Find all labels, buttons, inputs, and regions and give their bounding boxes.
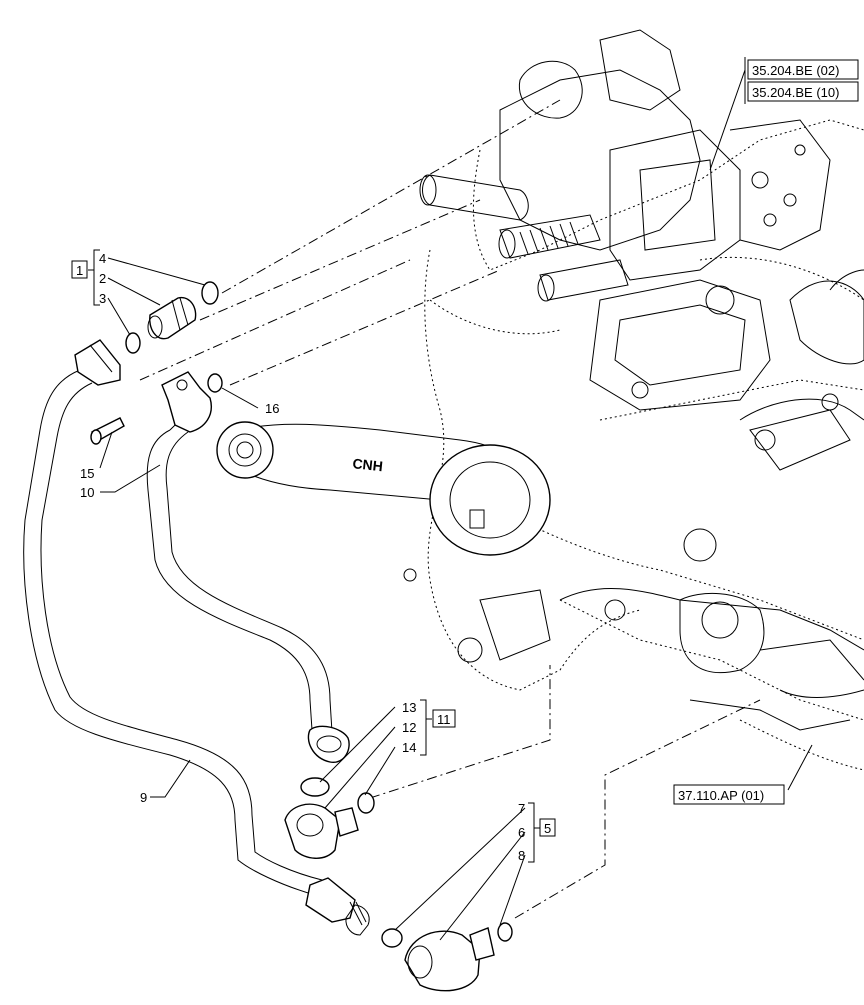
- elbow-12: [284, 803, 341, 859]
- callout-3: 3: [99, 291, 106, 306]
- o-ring-13: [300, 777, 330, 797]
- callout-8: 8: [518, 848, 525, 863]
- ref-box-a: [747, 59, 859, 80]
- transmission-assembly: CNH: [216, 29, 864, 771]
- callout-5: 5: [544, 821, 551, 836]
- callout-16: 16: [265, 401, 279, 416]
- ref-box-c: [673, 784, 785, 805]
- pipe-10: [146, 371, 350, 763]
- callout-box-1: [71, 260, 88, 279]
- callout-2: 2: [99, 271, 106, 286]
- callout-9: 9: [140, 790, 147, 805]
- fitting-kit-5: [381, 922, 513, 992]
- o-ring-8: [497, 922, 513, 942]
- o-ring-7: [381, 928, 403, 948]
- reference-35-204-be-02: 35.204.BE (02): [752, 63, 839, 78]
- callout-12: 12: [402, 720, 416, 735]
- screw-15: [90, 417, 125, 445]
- callout-4: 4: [99, 251, 106, 266]
- ref-box-b: [747, 81, 859, 102]
- callout-box-11: [432, 709, 456, 728]
- pipe-9: [23, 339, 370, 936]
- adapter-2: [149, 296, 197, 340]
- callout-7: 7: [518, 801, 525, 816]
- callout-box-5: [539, 818, 556, 837]
- callout-11: 11: [437, 712, 451, 727]
- callout-6: 6: [518, 825, 525, 840]
- fitting-kit-1: [125, 281, 219, 354]
- callout-13: 13: [402, 700, 416, 715]
- section-references: 35.204.BE (02) 35.204.BE (10) 37.110.AP …: [673, 57, 859, 805]
- o-ring-14: [357, 792, 375, 814]
- callout-1: 1: [76, 263, 83, 278]
- alignment-lines: [139, 99, 761, 919]
- reference-35-204-be-10: 35.204.BE (10): [752, 85, 839, 100]
- o-ring-16: [207, 373, 223, 393]
- o-ring-3: [125, 332, 141, 354]
- leader-lines: [99, 69, 813, 941]
- callout-15: 15: [80, 466, 94, 481]
- o-ring-4: [201, 281, 219, 305]
- fitting-kit-11: [284, 777, 375, 859]
- elbow-6: [404, 930, 481, 992]
- callout-labels: 1 4 2 3 16 15 10 9 13 12 14 11 7 6 8 5: [71, 251, 556, 863]
- callout-brackets: [88, 249, 540, 863]
- brand-marking: CNH: [352, 455, 384, 474]
- callout-14: 14: [402, 740, 416, 755]
- reference-37-110-ap-01: 37.110.AP (01): [678, 788, 764, 803]
- callout-10: 10: [80, 485, 94, 500]
